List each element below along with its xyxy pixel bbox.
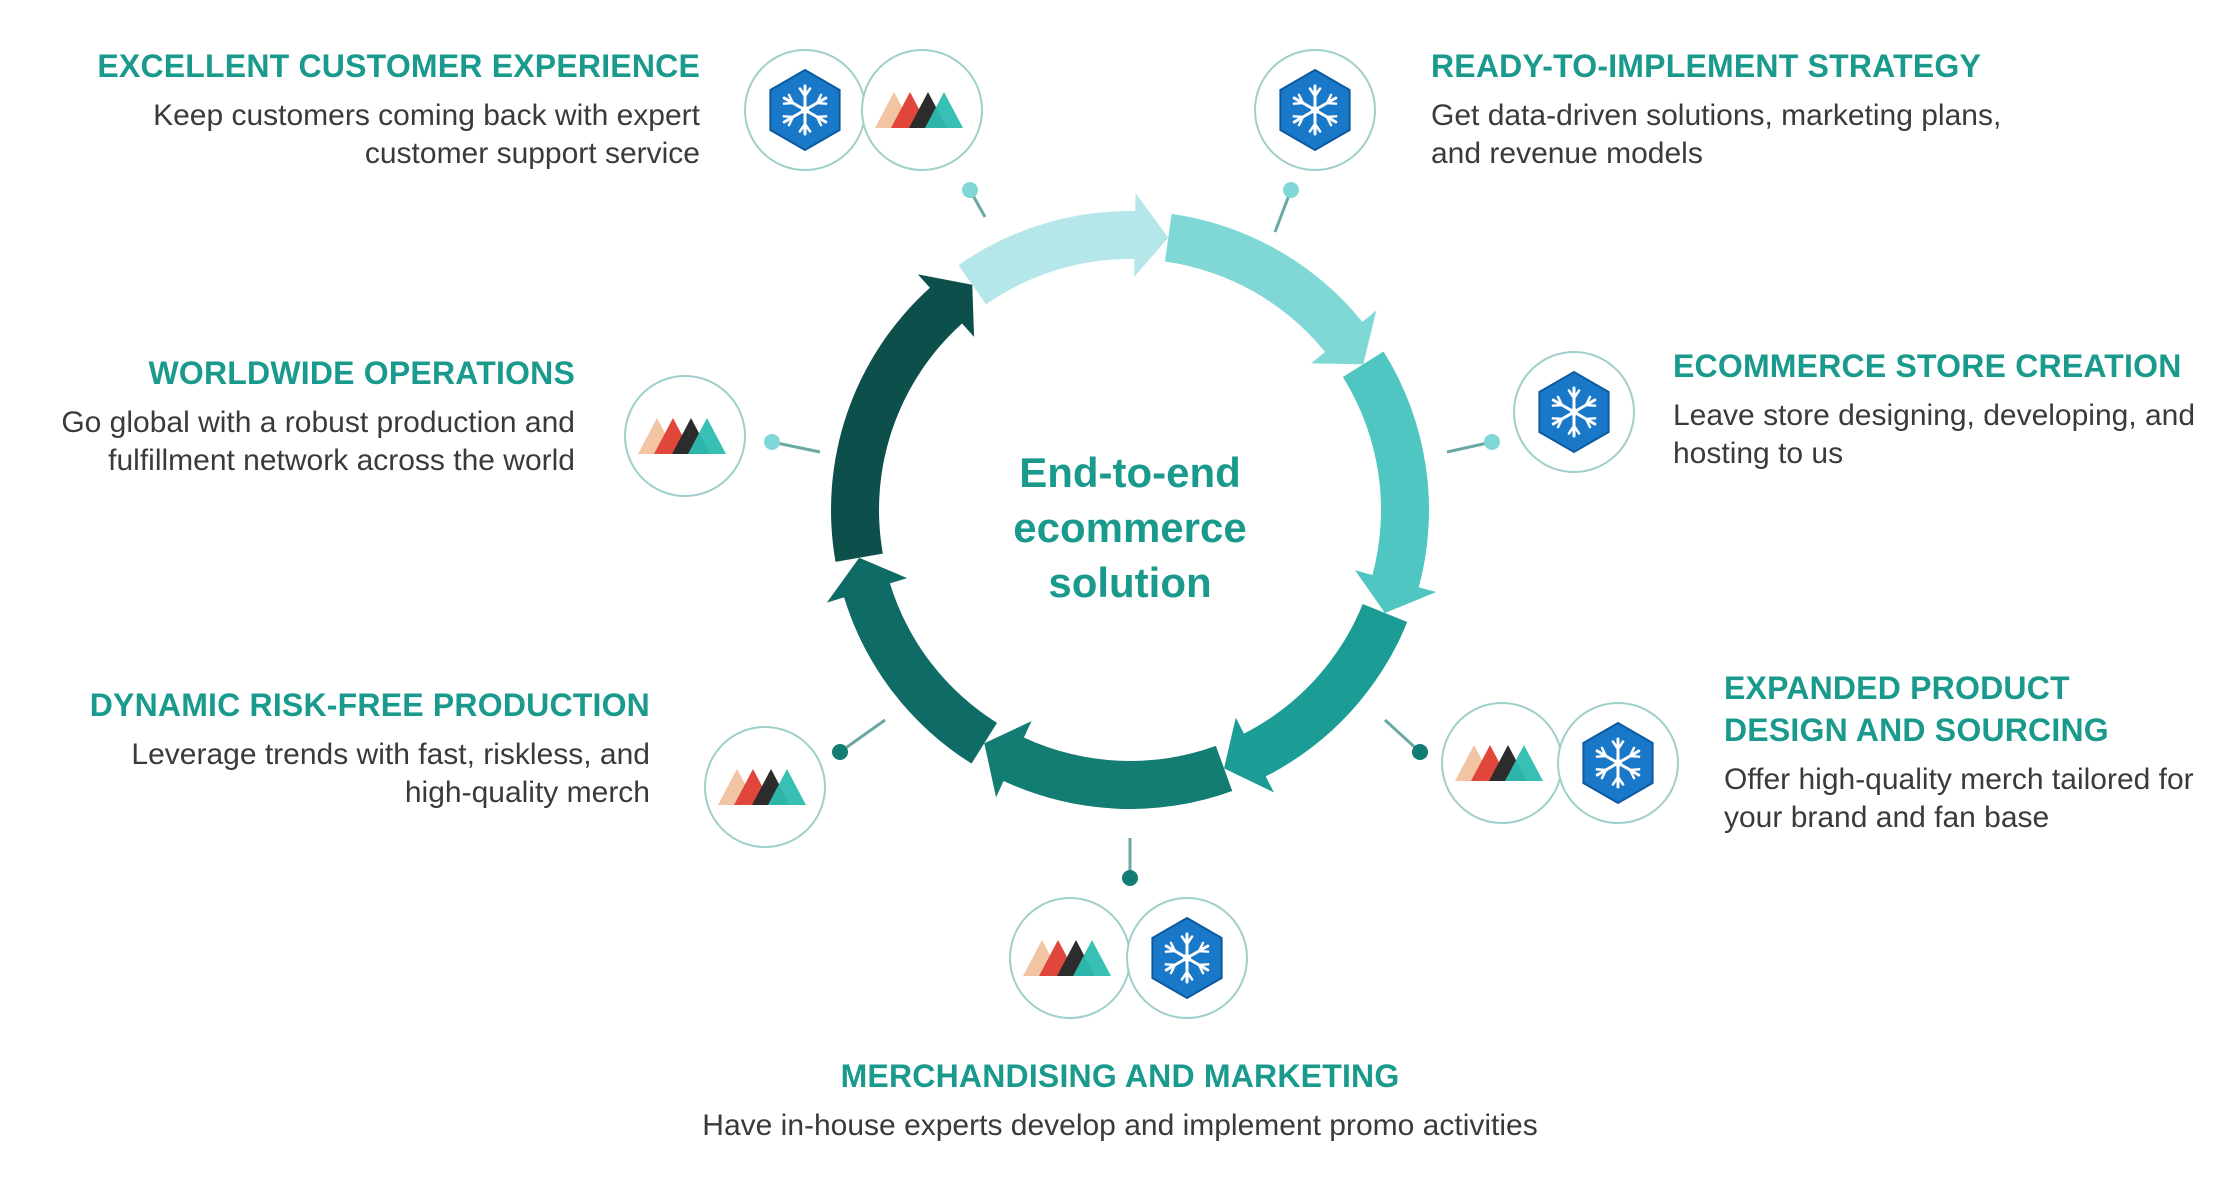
block-ecommerce-store-creation: ECOMMERCE STORE CREATION Leave store des…: [1673, 345, 2218, 473]
block-worldwide-operations: WORLDWIDE OPERATIONS Go global with a ro…: [20, 352, 575, 480]
ring-arrow-segment: [958, 193, 1169, 305]
block-title: READY-TO-IMPLEMENT STRATEGY: [1431, 48, 1982, 84]
ring-arrow-segment: [1164, 213, 1377, 365]
connector-lines: [764, 182, 1500, 886]
block-description: Keep customers coming back with expert c…: [153, 99, 700, 170]
ring-arrow-segment: [826, 557, 997, 764]
center-title: End-to-end ecommerce solution: [1013, 449, 1247, 606]
block-title: WORLDWIDE OPERATIONS: [148, 355, 575, 391]
block-title: ECOMMERCE STORE CREATION: [1673, 348, 2182, 384]
block-ready-to-implement-strategy: READY-TO-IMPLEMENT STRATEGY Get data-dri…: [1431, 45, 2031, 173]
mountains-logo-icon: [1441, 702, 1563, 824]
ring-arrow-segment: [831, 274, 975, 562]
connector-dot: [1412, 744, 1428, 760]
block-title: MERCHANDISING AND MARKETING: [840, 1058, 1400, 1094]
cycle-ring: [826, 193, 1437, 809]
mountains-logo-icon: [624, 375, 746, 497]
block-description: Get data-driven solutions, marketing pla…: [1431, 99, 2002, 170]
block-excellent-customer-experience: EXCELLENT CUSTOMER EXPERIENCE Keep custo…: [60, 45, 700, 173]
connector-dot: [962, 182, 978, 198]
block-description: Have in-house experts develop and implem…: [702, 1109, 1538, 1142]
snowflake-badge-icon: [1557, 702, 1679, 824]
block-expanded-product-design-and-sourcing: EXPANDED PRODUCT DESIGN AND SOURCING Off…: [1724, 667, 2194, 837]
block-title: EXPANDED PRODUCT DESIGN AND SOURCING: [1724, 670, 2109, 748]
ring-arrow-segment: [1342, 351, 1437, 614]
block-merchandising-and-marketing: MERCHANDISING AND MARKETING Have in-hous…: [560, 1055, 1680, 1145]
ring-arrow-segment: [1224, 604, 1408, 793]
connector-dot: [1484, 434, 1500, 450]
connector-dot: [1283, 182, 1299, 198]
icon-group: [624, 49, 1679, 1019]
block-description: Leave store designing, developing, and h…: [1673, 399, 2196, 470]
mountains-logo-icon: [704, 726, 826, 848]
ring-arrow-segment: [984, 721, 1233, 809]
snowflake-badge-icon: [1254, 49, 1376, 171]
block-description: Offer high-quality merch tailored for yo…: [1724, 763, 2194, 834]
mountains-logo-icon: [861, 49, 983, 171]
snowflake-badge-icon: [1513, 351, 1635, 473]
connector-dot: [1122, 870, 1138, 886]
connector-line: [771, 440, 821, 454]
block-dynamic-risk-free-production: DYNAMIC RISK-FREE PRODUCTION Leverage tr…: [60, 684, 650, 812]
block-description: Go global with a robust production and f…: [61, 406, 575, 477]
block-title: DYNAMIC RISK-FREE PRODUCTION: [89, 687, 650, 723]
block-title: EXCELLENT CUSTOMER EXPERIENCE: [97, 48, 700, 84]
mountains-logo-icon: [1009, 897, 1131, 1019]
snowflake-badge-icon: [744, 49, 866, 171]
connector-dot: [764, 434, 780, 450]
connector-dot: [832, 744, 848, 760]
snowflake-badge-icon: [1126, 897, 1248, 1019]
block-description: Leverage trends with fast, riskless, and…: [131, 738, 650, 809]
connector-line: [839, 718, 886, 754]
